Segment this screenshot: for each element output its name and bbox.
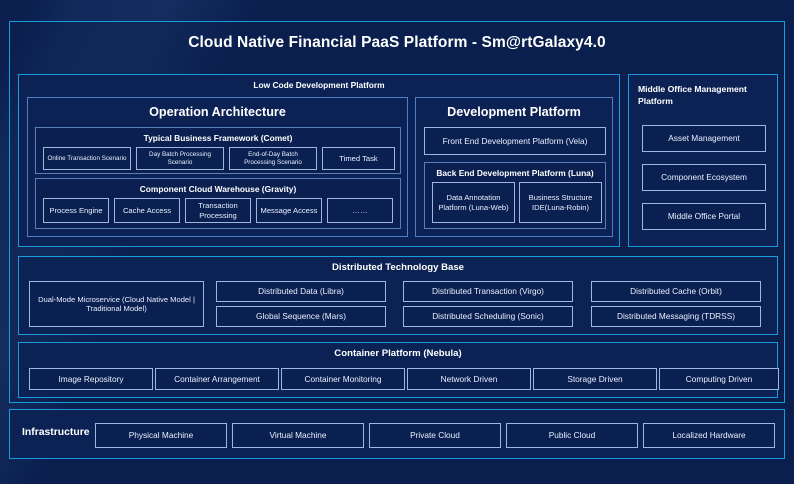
chip-network-driven[interactable]: Network Driven xyxy=(407,368,531,390)
typical-business-framework-header: Typical Business Framework (Comet) xyxy=(143,133,293,143)
distributed-technology-base-header: Distributed Technology Base xyxy=(331,262,465,273)
chip-asset-management[interactable]: Asset Management xyxy=(642,125,766,152)
middle-office-header: Middle Office Management Platform xyxy=(638,84,747,107)
chip-data-annotation-platform[interactable]: Data Annotation Platform (Luna-Web) xyxy=(432,182,515,223)
middle-office-management-panel: Middle Office Management Platform Asset … xyxy=(628,74,778,247)
chip-localized-hardware[interactable]: Localized Hardware xyxy=(643,423,775,448)
main-platform-frame: Cloud Native Financial PaaS Platform - S… xyxy=(9,21,785,403)
chip-computing-driven[interactable]: Computing Driven xyxy=(659,368,779,390)
chip-process-engine[interactable]: Process Engine xyxy=(43,198,109,223)
chip-component-ecosystem[interactable]: Component Ecosystem xyxy=(642,164,766,191)
operation-architecture-header: Operation Architecture xyxy=(149,105,286,119)
back-end-development-platform-group: Back End Development Platform (Luna) Dat… xyxy=(424,162,606,229)
chip-dual-mode-microservice[interactable]: Dual-Mode Microservice (Cloud Native Mod… xyxy=(29,281,204,327)
chip-ellipsis[interactable]: …… xyxy=(327,198,393,223)
chip-private-cloud[interactable]: Private Cloud xyxy=(369,423,501,448)
chip-middle-office-portal[interactable]: Middle Office Portal xyxy=(642,203,766,230)
chip-distributed-cache[interactable]: Distributed Cache (Orbit) xyxy=(591,281,761,302)
chip-container-monitoring[interactable]: Container Monitoring xyxy=(281,368,405,390)
component-cloud-warehouse-group: Component Cloud Warehouse (Gravity) Proc… xyxy=(35,178,401,229)
infrastructure-label: Infrastructure xyxy=(22,427,90,438)
chip-distributed-scheduling[interactable]: Distributed Scheduling (Sonic) xyxy=(403,306,573,327)
chip-image-repository[interactable]: Image Repository xyxy=(29,368,153,390)
chip-global-sequence[interactable]: Global Sequence (Mars) xyxy=(216,306,386,327)
back-end-development-platform-header: Back End Development Platform (Luna) xyxy=(436,168,594,178)
low-code-header: Low Code Development Platform xyxy=(253,80,385,90)
typical-business-framework-group: Typical Business Framework (Comet) Onlin… xyxy=(35,127,401,174)
chip-distributed-transaction[interactable]: Distributed Transaction (Virgo) xyxy=(403,281,573,302)
chip-cache-access[interactable]: Cache Access xyxy=(114,198,180,223)
page-title: Cloud Native Financial PaaS Platform - S… xyxy=(188,34,606,51)
chip-distributed-messaging[interactable]: Distributed Messaging (TDRSS) xyxy=(591,306,761,327)
chip-timed-task[interactable]: Timed Task xyxy=(322,147,395,170)
low-code-development-platform-panel: Low Code Development Platform Operation … xyxy=(18,74,620,247)
infrastructure-bar: Infrastructure Physical Machine Virtual … xyxy=(9,409,785,459)
chip-end-of-day-batch-processing-scenario[interactable]: End-of-Day Batch Processing Scenario xyxy=(229,147,317,170)
chip-transaction-processing[interactable]: Transaction Processing xyxy=(185,198,251,223)
chip-front-end-development-platform[interactable]: Front End Development Platform (Vela) xyxy=(424,127,606,155)
chip-public-cloud[interactable]: Public Cloud xyxy=(506,423,638,448)
development-platform-panel: Development Platform Front End Developme… xyxy=(415,97,613,237)
chip-virtual-machine[interactable]: Virtual Machine xyxy=(232,423,364,448)
chip-physical-machine[interactable]: Physical Machine xyxy=(95,423,227,448)
chip-business-structure-ide[interactable]: Business Structure IDE(Luna-Robin) xyxy=(519,182,602,223)
component-cloud-warehouse-header: Component Cloud Warehouse (Gravity) xyxy=(139,184,297,194)
chip-online-transaction-scenario[interactable]: Online Transaction Scenario xyxy=(43,147,131,170)
chip-distributed-data[interactable]: Distributed Data (Libra) xyxy=(216,281,386,302)
operation-architecture-panel: Operation Architecture Typical Business … xyxy=(27,97,408,237)
chip-message-access[interactable]: Message Access xyxy=(256,198,322,223)
distributed-technology-base-panel: Distributed Technology Base Dual-Mode Mi… xyxy=(18,256,778,335)
container-platform-header: Container Platform (Nebula) xyxy=(334,348,462,359)
development-platform-header: Development Platform xyxy=(447,105,581,119)
chip-storage-driven[interactable]: Storage Driven xyxy=(533,368,657,390)
chip-day-batch-processing-scenario[interactable]: Day Batch Processing Scenario xyxy=(136,147,224,170)
chip-container-arrangement[interactable]: Container Arrangement xyxy=(155,368,279,390)
container-platform-panel: Container Platform (Nebula) Image Reposi… xyxy=(18,342,779,398)
